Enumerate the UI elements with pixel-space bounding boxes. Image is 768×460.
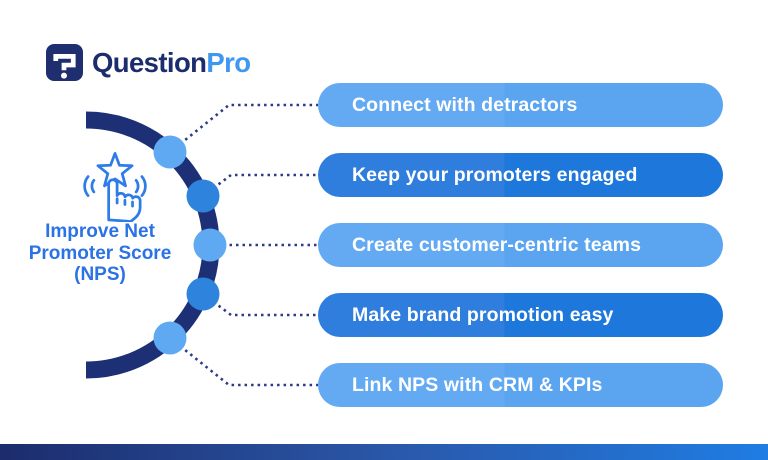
diagram-title-line: Promoter Score (28, 242, 172, 264)
diagram-title-line: Improve Net (45, 221, 155, 242)
connector-line-4 (202, 292, 318, 317)
connector-line-1 (169, 103, 318, 154)
diagram-title-line: (NPS) (74, 264, 126, 285)
benefit-bar: Connect with detractors (318, 83, 723, 127)
benefit-bar-label: Create customer-centric teams (352, 233, 642, 256)
click-wave-left-outer (83, 175, 90, 197)
nps-arc-diagram (85, 103, 318, 387)
question-mark-icon (46, 44, 83, 81)
click-wave-right-outer (140, 175, 147, 197)
click-wave-right-inner (134, 178, 140, 194)
questionpro-logo: QuestionPro (46, 44, 251, 81)
logo-text: QuestionPro (92, 46, 251, 79)
benefit-bar: Link NPS with CRM & KPIs (318, 363, 723, 407)
benefit-bar-label: Keep your promoters engaged (352, 163, 638, 186)
connector-line-5 (169, 336, 318, 387)
benefit-bar-label: Make brand promotion easy (352, 303, 614, 326)
click-wave-left-inner (90, 178, 96, 194)
hand-finger-lines (115, 197, 134, 208)
benefit-bar-label: Link NPS with CRM & KPIs (352, 373, 603, 396)
benefit-bar-label: Connect with detractors (352, 93, 578, 116)
arc-dot-3 (193, 228, 227, 262)
arc-dot-5 (153, 321, 187, 355)
arc-dot-1 (153, 135, 187, 169)
logo-text-primary: Question (92, 46, 207, 78)
star-click-icon (83, 152, 147, 222)
connector-line-2 (202, 173, 318, 198)
footer-gradient-bar (0, 444, 768, 460)
arc-dot-2 (186, 179, 220, 213)
logo-text-secondary: Pro (206, 46, 251, 78)
arc-dot-4 (186, 277, 220, 311)
benefit-bar: Create customer-centric teams (318, 223, 723, 267)
benefit-bar: Keep your promoters engaged (318, 153, 723, 197)
diagram-title: Improve Net Promoter Score (NPS) (2, 221, 198, 286)
benefit-bar: Make brand promotion easy (318, 293, 723, 337)
